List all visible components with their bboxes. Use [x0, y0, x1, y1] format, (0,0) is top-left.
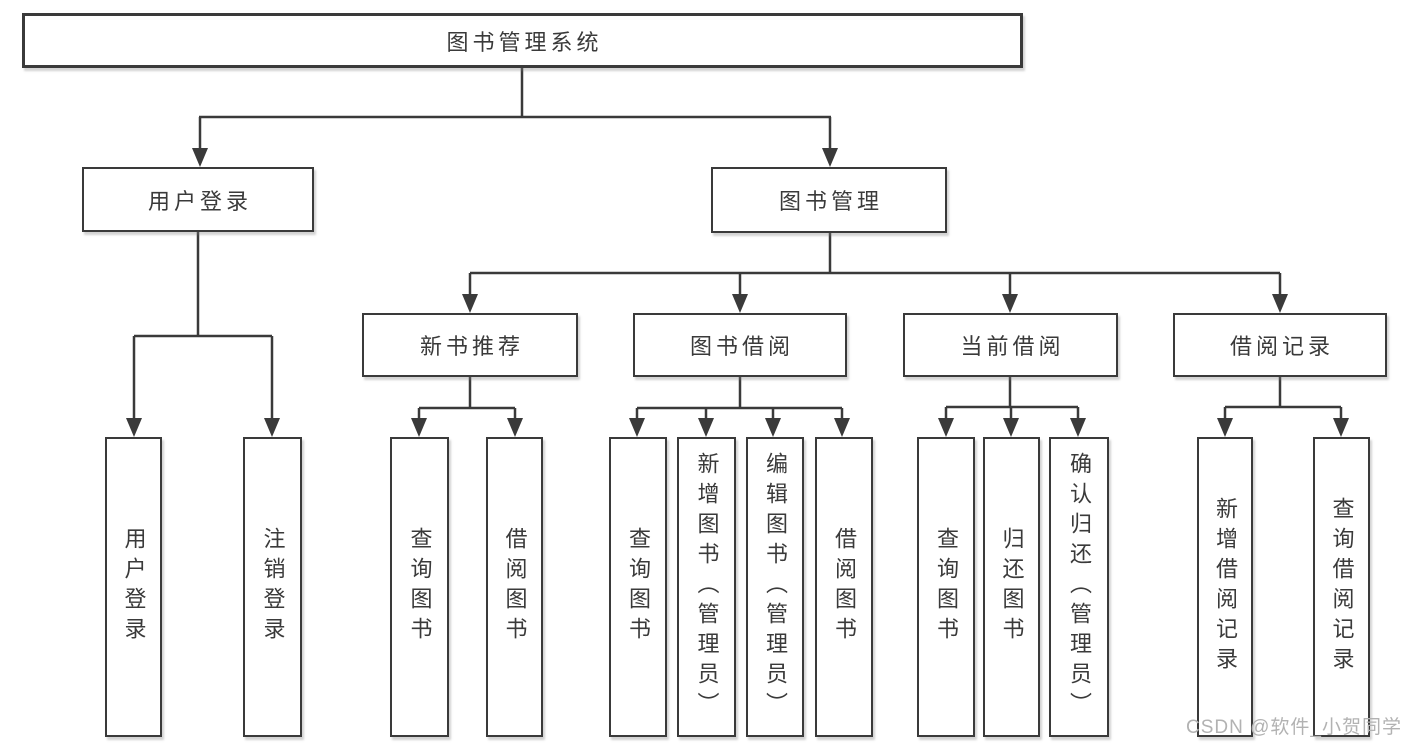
- node-cb-query-book-label: 查询图书: [934, 527, 959, 647]
- node-cb-return-book-label: 归还图书: [999, 527, 1025, 647]
- node-rec-query-book-label: 查询图书: [407, 527, 433, 647]
- connector-new-book-rec-children: [411, 377, 523, 437]
- node-br-add-record-label: 新增借阅记录: [1213, 497, 1238, 677]
- node-user-login: 用户登录: [82, 167, 314, 232]
- arrowhead: [938, 418, 954, 437]
- node-cb-confirm-return-label: 确认归还（管理员）: [1067, 452, 1092, 722]
- node-logout-action: 注销登录: [243, 437, 302, 737]
- node-book-borrow: 图书借阅: [633, 313, 847, 377]
- arrowhead: [732, 294, 748, 313]
- arrowhead: [1272, 294, 1288, 313]
- arrowhead: [1070, 418, 1086, 437]
- node-new-book-rec-label: 新书推荐: [419, 334, 524, 359]
- node-current-borrow: 当前借阅: [903, 313, 1118, 377]
- node-logout-action-label: 注销登录: [260, 527, 286, 647]
- node-cb-return-book: 归还图书: [983, 437, 1040, 737]
- connector-root-to-level2: [192, 68, 838, 167]
- arrowhead: [264, 418, 280, 437]
- node-current-borrow-label: 当前借阅: [960, 334, 1065, 359]
- node-bb-edit-book: 编辑图书（管理员）: [746, 437, 804, 737]
- node-rec-query-book: 查询图书: [390, 437, 449, 737]
- arrowhead: [765, 418, 781, 437]
- connector-current-borrow-children: [938, 377, 1086, 437]
- node-bb-edit-book-label: 编辑图书（管理员）: [763, 452, 788, 722]
- node-bb-add-book-label: 新增图书（管理员）: [694, 452, 720, 722]
- node-borrow-record-label: 借阅记录: [1229, 334, 1334, 359]
- arrowhead: [1217, 418, 1233, 437]
- node-user-login-action: 用户登录: [105, 437, 162, 737]
- node-bb-query-book-label: 查询图书: [626, 527, 651, 647]
- node-bb-add-book: 新增图书（管理员）: [677, 437, 736, 737]
- arrowhead: [1333, 418, 1349, 437]
- node-user-login-label: 用户登录: [147, 188, 252, 214]
- arrowhead: [1002, 294, 1018, 313]
- node-cb-confirm-return: 确认归还（管理员）: [1049, 437, 1109, 737]
- arrowhead: [192, 148, 208, 167]
- node-rec-borrow-book-label: 借阅图书: [502, 527, 528, 647]
- node-user-login-action-label: 用户登录: [121, 527, 147, 647]
- node-cb-query-book: 查询图书: [917, 437, 975, 737]
- connector-book-borrow-children: [629, 377, 850, 437]
- node-bb-query-book: 查询图书: [609, 437, 667, 737]
- arrowhead: [507, 418, 523, 437]
- arrowhead: [822, 148, 838, 167]
- arrowhead: [698, 418, 714, 437]
- node-borrow-record: 借阅记录: [1173, 313, 1387, 377]
- arrowhead: [1003, 418, 1019, 437]
- node-book-borrow-label: 图书借阅: [689, 334, 794, 359]
- node-bb-borrow-book-label: 借阅图书: [832, 527, 857, 647]
- connector-book-mgmt-children: [462, 232, 1288, 313]
- arrowhead: [462, 294, 478, 313]
- node-rec-borrow-book: 借阅图书: [486, 437, 543, 737]
- connector-user-login-children: [126, 232, 280, 437]
- node-br-add-record: 新增借阅记录: [1197, 437, 1253, 737]
- watermark: CSDN @软件_小贺同学: [1186, 717, 1402, 738]
- node-br-query-record-label: 查询借阅记录: [1329, 497, 1355, 677]
- node-root: 图书管理系统: [22, 13, 1023, 68]
- node-new-book-rec: 新书推荐: [362, 313, 578, 377]
- connector-borrow-record-children: [1217, 377, 1349, 437]
- node-book-mgmt-label: 图书管理: [778, 189, 883, 214]
- arrowhead: [126, 418, 142, 437]
- arrowhead: [834, 418, 850, 437]
- node-br-query-record: 查询借阅记录: [1313, 437, 1370, 737]
- arrowhead: [629, 418, 645, 437]
- node-bb-borrow-book: 借阅图书: [815, 437, 873, 737]
- node-book-mgmt: 图书管理: [711, 167, 947, 233]
- arrowhead: [411, 418, 427, 437]
- node-root-label: 图书管理系统: [446, 29, 603, 55]
